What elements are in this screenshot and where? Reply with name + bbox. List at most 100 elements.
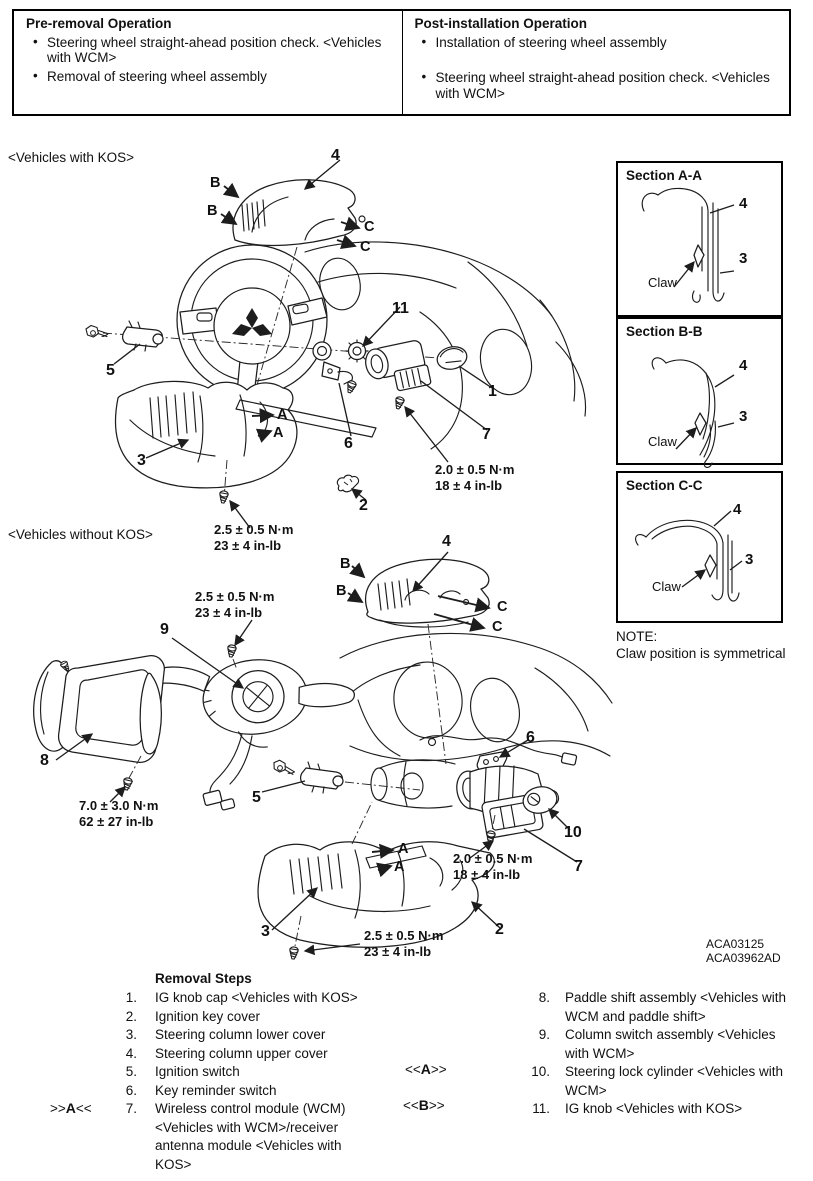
callout-2: 2 bbox=[359, 497, 368, 514]
leader-torque25 bbox=[229, 499, 251, 529]
step-text: Wireless control module (WCM) <Vehicles … bbox=[155, 1101, 346, 1172]
callout-c: C bbox=[364, 219, 375, 235]
step-number: 9. bbox=[538, 1027, 550, 1042]
leader-4 bbox=[412, 551, 449, 593]
marker-bracket: << bbox=[403, 1098, 419, 1113]
callout-b: B bbox=[207, 203, 218, 219]
step-text: Paddle shift assembly <Vehicles with WCM… bbox=[565, 990, 786, 1024]
leader-c2 bbox=[336, 234, 357, 250]
torque-line: 2.0 ± 0.5 N·m bbox=[453, 851, 533, 866]
step-row: 9. Column switch assembly <Vehicles with … bbox=[505, 1026, 790, 1063]
leader-b1 bbox=[222, 182, 240, 199]
step-row: 2. Ignition key cover bbox=[100, 1008, 373, 1027]
steering-column-lower-cover bbox=[114, 380, 298, 489]
claw-label: Claw bbox=[648, 275, 677, 290]
diagram2-drawing bbox=[33, 551, 613, 960]
callout-3: 3 bbox=[261, 923, 270, 940]
section-callout-4: 4 bbox=[739, 195, 748, 212]
post-installation-title: Post-installation Operation bbox=[414, 16, 588, 31]
section-callout-3: 3 bbox=[739, 408, 748, 425]
marker-bracket: << bbox=[405, 1062, 421, 1077]
removal-steps-title: Removal Steps bbox=[155, 971, 252, 986]
callout-5: 5 bbox=[252, 789, 261, 806]
step-number: 7. bbox=[125, 1101, 137, 1116]
screw-25nm bbox=[226, 643, 238, 659]
leader-a2 bbox=[376, 862, 393, 878]
screw-2nm bbox=[485, 829, 497, 845]
step-row: 6.Key reminder switch bbox=[100, 1082, 373, 1101]
callout-a: A bbox=[394, 859, 405, 875]
section-aa-drawing bbox=[641, 187, 735, 303]
step-number: 11. bbox=[532, 1101, 550, 1116]
step-number: 1. bbox=[125, 990, 137, 1005]
leader-4 bbox=[303, 159, 341, 190]
section-callout-4: 4 bbox=[733, 501, 742, 518]
removal-steps-left: 1.IG knob cap <Vehicles with KOS> 2.Igni… bbox=[100, 989, 373, 1174]
leader-b2 bbox=[220, 210, 238, 226]
step-row: 3.Steering column lower cover bbox=[100, 1026, 373, 1045]
step-text: Ignition key cover bbox=[155, 1008, 261, 1024]
leader-6 bbox=[338, 382, 352, 437]
callout-7: 7 bbox=[574, 858, 583, 875]
leader-3 bbox=[145, 438, 190, 459]
torque-note: 2.5 ± 0.5 N·m 23 ± 4 in-lb bbox=[214, 522, 293, 554]
leader-b1 bbox=[349, 562, 366, 579]
steering-column-lower-cover bbox=[257, 841, 495, 948]
axis-line bbox=[254, 246, 298, 393]
section-cc-box: Section C-C 4 3 Claw bbox=[616, 471, 783, 623]
leader-1 bbox=[458, 365, 493, 389]
step-text: Column switch assembly <Vehicles with WC… bbox=[565, 1027, 776, 1061]
leader-2 bbox=[350, 488, 367, 501]
callout-4: 4 bbox=[442, 533, 451, 550]
callout-2: 2 bbox=[495, 921, 504, 938]
leader-5 bbox=[113, 343, 141, 365]
marker-bracket: >> bbox=[430, 1062, 447, 1077]
step-text: Steering column upper cover bbox=[155, 1045, 328, 1061]
torque-line: 2.5 ± 0.5 N·m bbox=[214, 522, 294, 537]
leader-7 bbox=[523, 828, 578, 863]
screw-25nm bbox=[218, 489, 230, 505]
section-callout-4: 4 bbox=[739, 357, 748, 374]
ignition-switch bbox=[271, 758, 344, 794]
leader-a2 bbox=[255, 428, 273, 443]
step-row: 10.Steering lock cylinder <Vehicles with… bbox=[505, 1063, 790, 1100]
callout-b: B bbox=[340, 556, 351, 572]
pre-removal-item: Removal of steering wheel assembly bbox=[26, 68, 392, 85]
step-row: 5.Ignition switch bbox=[100, 1063, 373, 1082]
callout-7: 7 bbox=[482, 426, 491, 443]
steering-column-upper-cover bbox=[364, 558, 490, 628]
step-row: 7. Wireless control module (WCM) <Vehicle… bbox=[100, 1100, 373, 1174]
callout-10: 10 bbox=[564, 824, 582, 841]
wire-harness bbox=[202, 733, 253, 811]
post-installation-item: Steering wheel straight-ahead position c… bbox=[415, 69, 780, 101]
marker-bracket: >> bbox=[428, 1098, 445, 1113]
leader-torque25-top bbox=[234, 619, 253, 647]
leader-7 bbox=[420, 380, 488, 431]
column-switch-assembly bbox=[146, 659, 355, 748]
leader-b2 bbox=[346, 588, 364, 604]
torque-note: 7.0 ± 3.0 N·m 62 ± 27 in-lb bbox=[79, 798, 158, 830]
key-reminder-switch bbox=[312, 341, 358, 395]
torque-note: 2.5 ± 0.5 N·m 23 ± 4 in-lb bbox=[195, 589, 274, 621]
note: NOTE: Claw position is symmetrical bbox=[616, 628, 786, 662]
torque-line: 23 ± 4 in-lb bbox=[364, 944, 432, 959]
marker-b-removal: <<B>> bbox=[403, 1097, 445, 1113]
torque-line: 2.0 ± 0.5 N·m bbox=[435, 462, 515, 477]
torque-line: 62 ± 27 in-lb bbox=[79, 814, 154, 829]
leader-6 bbox=[498, 739, 529, 758]
callout-11: 11 bbox=[392, 300, 409, 317]
figure-codes: ACA03125 ACA03962AD bbox=[706, 937, 781, 965]
marker-letter: B bbox=[418, 1097, 429, 1113]
torque-line: 18 ± 4 in-lb bbox=[453, 867, 521, 882]
claw-label: Claw bbox=[648, 434, 677, 449]
step-number: 5. bbox=[125, 1064, 137, 1079]
torque-line: 2.5 ± 0.5 N·m bbox=[364, 928, 444, 943]
callout-a: A bbox=[273, 425, 284, 441]
marker-a-installation: >>A<< bbox=[50, 1100, 92, 1116]
torque-line: 2.5 ± 0.5 N·m bbox=[195, 589, 275, 604]
step-number: 2. bbox=[125, 1008, 137, 1024]
leader-c1 bbox=[437, 595, 491, 613]
leader-a1 bbox=[371, 843, 395, 859]
post-installation-list: Installation of steering wheel assembly … bbox=[415, 34, 780, 102]
step-number: 10. bbox=[531, 1064, 550, 1079]
